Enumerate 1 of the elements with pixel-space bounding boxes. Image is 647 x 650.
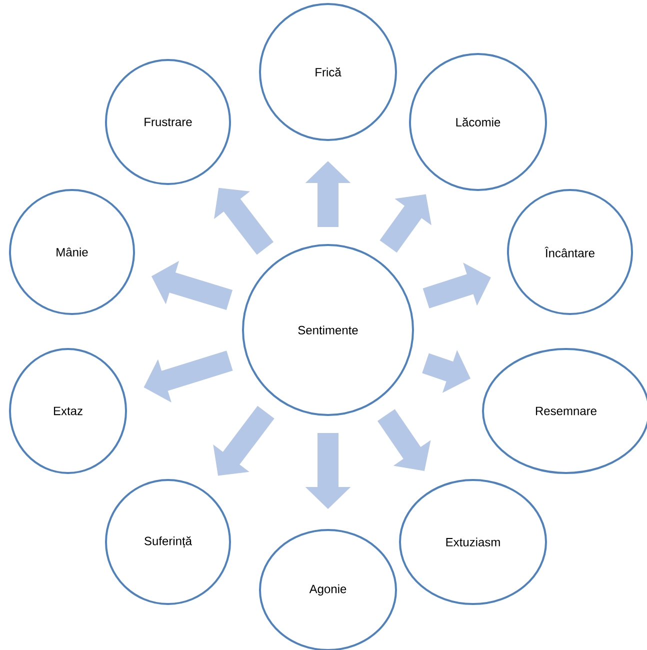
block-arrow: [377, 409, 431, 471]
